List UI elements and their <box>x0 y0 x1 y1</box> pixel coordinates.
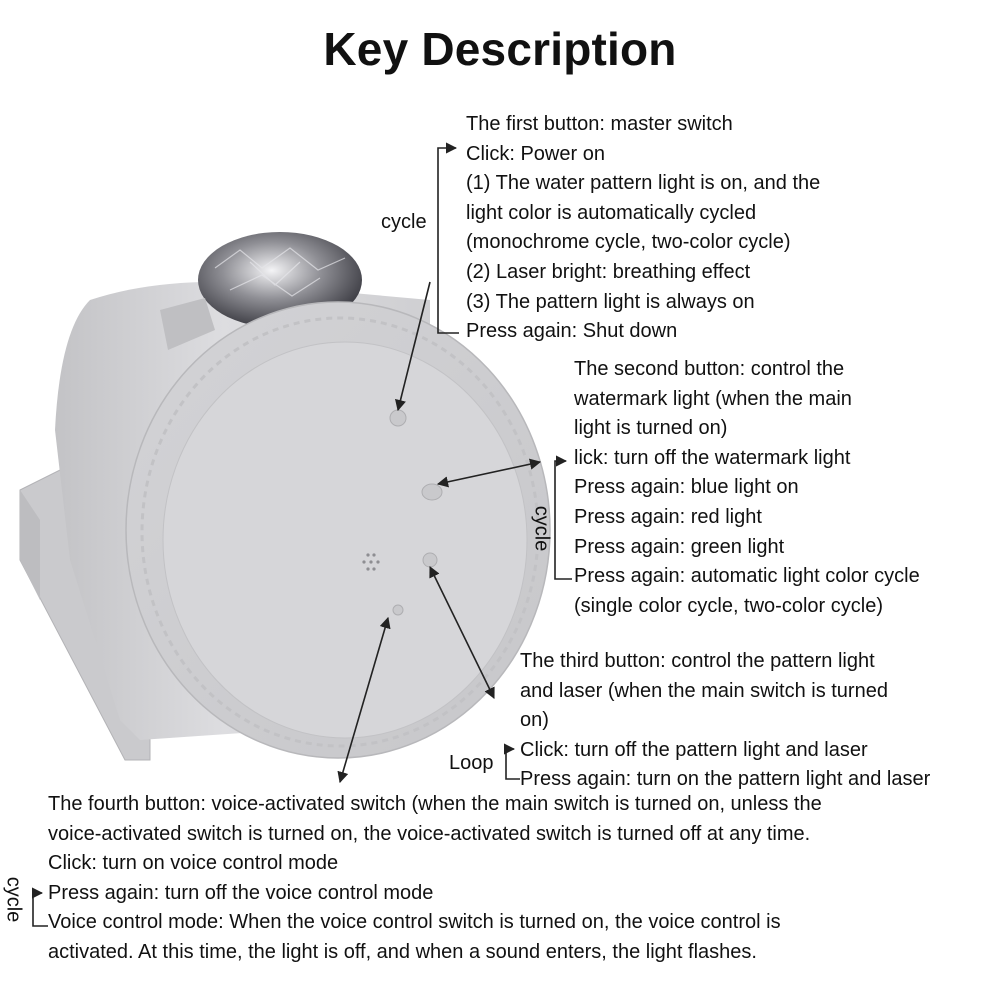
button-2-line: watermark light (when the main <box>574 387 852 410</box>
button-2-cycle-label: cycle <box>530 505 553 552</box>
button-4-line: voice-activated switch is turned on, the… <box>48 822 811 845</box>
button-1-line: The first button: master switch <box>466 113 733 135</box>
button-2-line: lick: turn off the watermark light <box>574 446 851 469</box>
button-1-line: (2) Laser bright: breathing effect <box>466 260 751 283</box>
button-1-line: (3) The pattern light is always on <box>466 290 755 313</box>
button-3-loop-bracket <box>503 743 520 780</box>
button-2-watermark <box>421 483 443 501</box>
button-3-line: The third button: control the pattern li… <box>520 650 875 672</box>
button-4-line: Click: turn on voice control mode <box>48 852 339 875</box>
button-1-cycle-label: cycle <box>381 211 427 233</box>
button-2-line: The second button: control the <box>574 358 845 380</box>
button-2-pointer-arrow <box>436 458 542 488</box>
button-1-line: Click: Power on <box>466 142 605 165</box>
microphone-holes <box>362 553 380 571</box>
button-2-line: light is turned on) <box>574 417 728 440</box>
button-3-loop-label: Loop <box>449 752 494 774</box>
button-4-cycle-label: cycle <box>2 876 25 923</box>
button-4-line: activated. At this time, the light is of… <box>48 940 757 963</box>
button-1-cycle-bracket <box>437 142 459 334</box>
button-4-line: Voice control mode: When the voice contr… <box>48 911 781 934</box>
button-2-line: Press again: green light <box>574 535 785 558</box>
button-4-line: Press again: turn off the voice control … <box>48 881 434 904</box>
button-1-line: Press again: Shut down <box>466 320 678 343</box>
button-1-line: (1) The water pattern light is on, and t… <box>466 172 821 195</box>
button-3-pointer-arrow <box>429 565 495 700</box>
button-2-line: Press again: automatic light color cycle <box>574 565 920 588</box>
page-title: Key Description <box>323 23 677 75</box>
button-3-line: Click: turn off the pattern light and la… <box>520 738 868 761</box>
button-4-pointer-arrow <box>337 616 391 784</box>
button-4-cycle-bracket <box>31 887 48 927</box>
button-2-line: Press again: red light <box>574 505 762 528</box>
button-4-description: The fourth button: voice-activated switc… <box>48 790 822 968</box>
button-4-voice-switch <box>392 604 404 616</box>
button-3-line: Press again: turn on the pattern light a… <box>520 768 931 791</box>
button-2-line: Press again: blue light on <box>574 476 799 499</box>
button-2-line: (single color cycle, two-color cycle) <box>574 594 883 617</box>
button-1-pointer-arrow <box>395 281 431 412</box>
button-1-description: The first button: master switch Click: P… <box>466 110 820 347</box>
button-3-line: on) <box>520 709 549 732</box>
button-4-line: The fourth button: voice-activated switc… <box>48 793 822 815</box>
button-1-line: (monochrome cycle, two-color cycle) <box>466 231 791 254</box>
button-2-cycle-bracket <box>554 455 572 580</box>
button-3-description: The third button: control the pattern li… <box>520 647 930 795</box>
button-2-description: The second button: control the watermark… <box>574 355 920 621</box>
button-3-line: and laser (when the main switch is turne… <box>520 679 888 702</box>
button-1-line: light color is automatically cycled <box>466 201 757 224</box>
